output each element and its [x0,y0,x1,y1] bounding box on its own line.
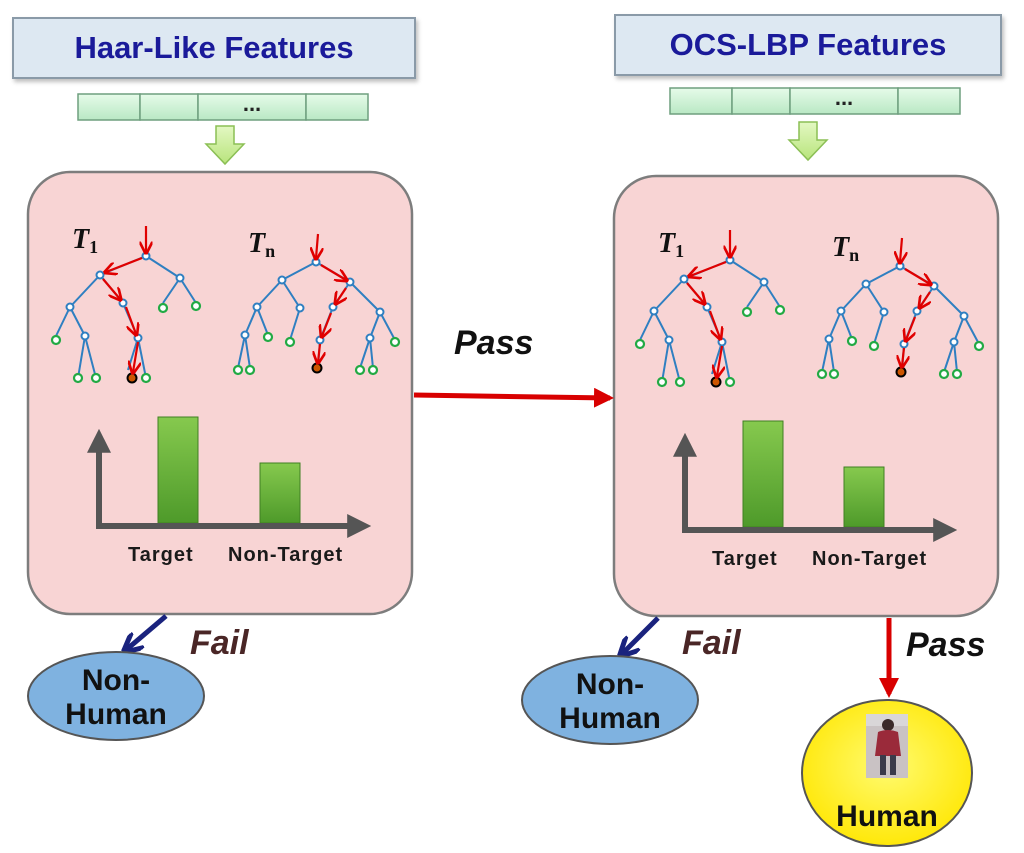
feature-cell [731,87,791,115]
histogram [87,416,372,538]
non-target-label: Non-Target [812,548,928,570]
bar-target [742,420,784,528]
stage-2: ... T1 [612,85,1000,618]
human-photo [866,714,908,778]
stage-1: ... T1 [26,91,414,616]
non-human-node-1 [27,651,205,741]
feature-cell [77,93,141,121]
classifier-panel [612,174,1000,618]
bar-target [157,416,199,524]
tree-1 [50,226,202,384]
target-label: Target [128,544,194,566]
down-arrow-icon [787,121,829,162]
bar-non-target [259,462,301,524]
fail-label-stage-2: Fail [682,624,741,662]
feature-cell [897,87,961,115]
fail-arrow-stage-1 [126,614,168,650]
histogram [673,420,958,542]
non-target-label: Non-Target [228,544,344,566]
fail-label-stage-1: Fail [190,624,249,662]
feature-vector: ... [77,91,369,121]
feature-cell [197,93,307,121]
tree-1-label: T1 [658,228,684,261]
tree-n-label: Tn [248,228,275,261]
pass-arrow-between-stages [413,387,614,408]
tree-1-label: T1 [72,224,98,257]
ocs-lbp-features-title: OCS-LBP Features [614,14,1002,76]
non-human-text-1: Non- Human [65,664,167,731]
feature-cell [139,93,199,121]
tree-n [816,237,985,380]
feature-ellipsis: ... [243,91,261,116]
non-human-node-2 [521,655,699,745]
feature-vector: ... [669,85,961,115]
feature-ellipsis: ... [835,85,853,110]
pass-label-stage-2: Pass [906,626,986,664]
feature-cell [305,93,369,121]
tree-n [232,233,401,376]
tree-1 [634,230,786,388]
pass-label-between-stages: Pass [454,324,534,362]
haar-features-title: Haar-Like Features [12,17,416,79]
non-human-text-2: Non- Human [559,668,661,735]
bar-non-target [843,466,885,528]
target-label: Target [712,548,778,570]
tree-n-label: Tn [832,232,859,265]
classifier-panel [26,170,414,616]
down-arrow-icon [204,125,246,166]
feature-cell [669,87,733,115]
human-text: Human [836,800,938,833]
fail-arrow-stage-2 [622,616,660,654]
